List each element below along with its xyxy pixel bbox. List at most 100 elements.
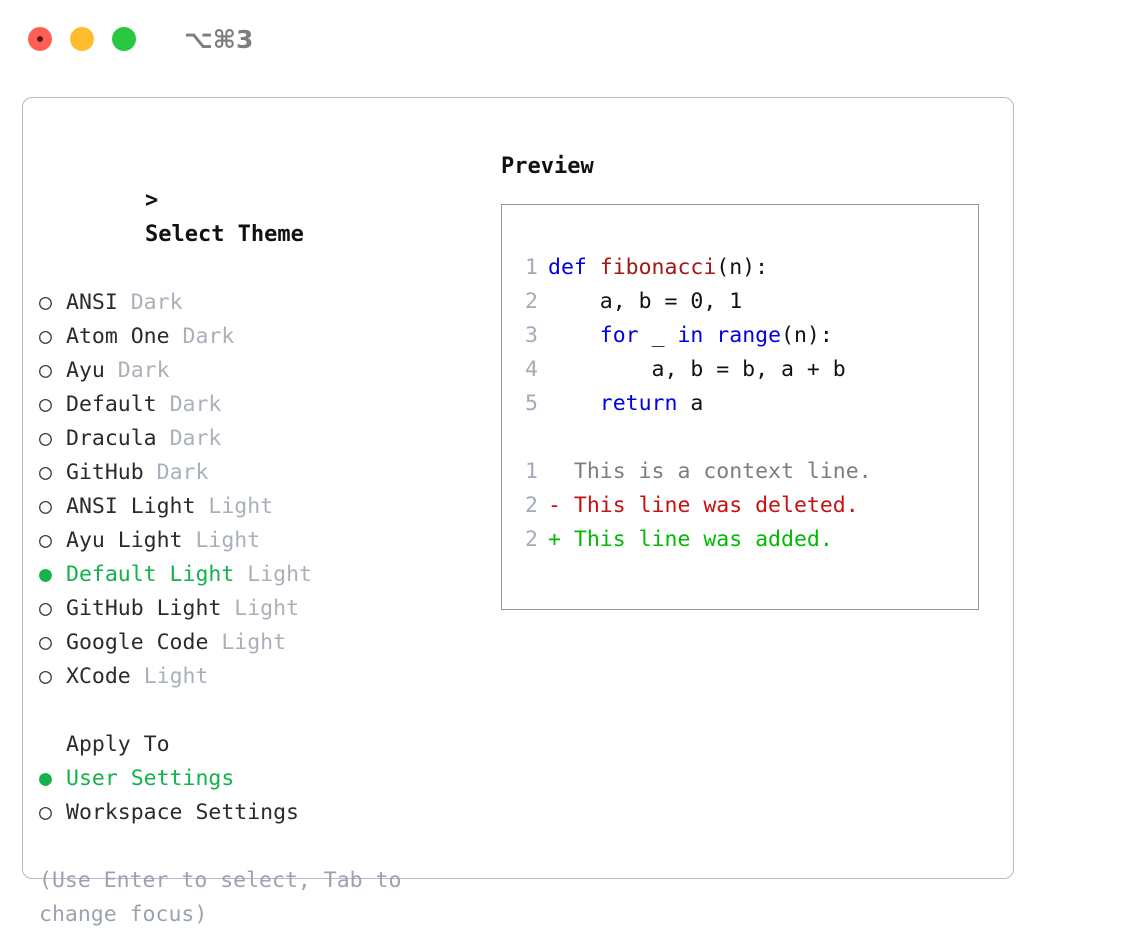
- theme-list-item[interactable]: ○ Dracula Dark: [39, 422, 489, 456]
- code-token: (n):: [781, 323, 833, 348]
- line-number: 1: [525, 459, 538, 484]
- line-number: 4: [525, 357, 538, 382]
- code-token: in range: [677, 323, 782, 348]
- theme-name-label: Default: [66, 392, 157, 417]
- line-number: 5: [525, 391, 538, 416]
- theme-list-item[interactable]: ○GitHub Dark: [39, 456, 489, 490]
- label-tag-gap: [157, 388, 170, 422]
- radio-unselected-icon: ○: [39, 664, 52, 689]
- apply-to-item[interactable]: ○ Workspace Settings: [39, 796, 489, 830]
- apply-to-title: Apply To: [66, 732, 170, 757]
- diff-text: - This line was deleted.: [548, 493, 859, 518]
- radio-unselected-icon: ○: [39, 494, 52, 519]
- theme-list-item[interactable]: ○ Ayu Light Light: [39, 524, 489, 558]
- code-token: a, b = 0, 1: [548, 289, 743, 314]
- code-token: [548, 391, 600, 416]
- apply-to-label: User Settings: [66, 766, 235, 791]
- line-number: 2: [525, 527, 538, 552]
- radio-unselected-icon: ○: [39, 800, 52, 825]
- theme-name-label: XCode: [66, 664, 131, 689]
- theme-category-tag: Dark: [130, 290, 183, 315]
- theme-list-item[interactable]: ○GitHub Light Light: [39, 592, 489, 626]
- theme-list-item[interactable]: ○ XCode Light: [39, 660, 489, 694]
- code-text: a, b = 0, 1: [548, 285, 742, 319]
- theme-category-tag: Light: [143, 664, 209, 689]
- radio-unselected-icon: ○: [39, 290, 52, 315]
- theme-list-item[interactable]: ○ Ayu Dark: [39, 354, 489, 388]
- theme-list: ○ANSI Dark○Atom One Dark○Ayu Dark○Defaul…: [39, 286, 489, 694]
- theme-list-item[interactable]: ●Default Light Light: [39, 558, 489, 592]
- code-line: 3 for _ in range(n):: [502, 319, 978, 353]
- theme-category-tag: Light: [195, 528, 261, 553]
- theme-category-tag: Dark: [169, 392, 222, 417]
- label-tag-gap: [131, 660, 144, 694]
- radio-unselected-icon: ○: [39, 324, 52, 349]
- radio-selected-icon: ●: [39, 562, 52, 587]
- label-tag-gap: [170, 320, 183, 354]
- theme-list-item[interactable]: ○ANSI Dark: [39, 286, 489, 320]
- label-tag-gap: [144, 456, 157, 490]
- radio-unselected-icon: ○: [39, 392, 52, 417]
- apply-to-list: ● User Settings ○ Workspace Settings: [39, 762, 489, 830]
- radio-selected-icon: ●: [39, 766, 52, 791]
- theme-name-label: GitHub: [66, 460, 144, 485]
- diff-text: + This line was added.: [548, 527, 833, 552]
- code-token: [548, 323, 600, 348]
- line-number: 3: [525, 323, 538, 348]
- line-number: 2: [525, 289, 538, 314]
- theme-category-tag: Light: [208, 494, 274, 519]
- apply-to-item[interactable]: ● User Settings: [39, 762, 489, 796]
- theme-category-tag: Dark: [182, 324, 235, 349]
- spacer-bullet-icon: ○: [39, 728, 66, 762]
- close-button[interactable]: [28, 27, 52, 51]
- code-text: def fibonacci(n):: [548, 251, 768, 285]
- code-line: 2 a, b = 0, 1: [502, 285, 978, 319]
- apply-to-label: Workspace Settings: [66, 800, 299, 825]
- label-tag-gap: [195, 490, 208, 524]
- theme-name-label: Ayu Light: [66, 528, 183, 553]
- diff-line: 1 This is a context line.: [502, 455, 978, 489]
- diff-line: 2 - This line was deleted.: [502, 489, 978, 523]
- radio-unselected-icon: ○: [39, 460, 52, 485]
- radio-unselected-icon: ○: [39, 358, 52, 383]
- traffic-lights: [28, 27, 136, 51]
- label-tag-gap: [157, 422, 170, 456]
- theme-list-item[interactable]: ○Atom One Dark: [39, 320, 489, 354]
- theme-picker-column: > Select Theme ○ANSI Dark○Atom One Dark○…: [39, 150, 489, 932]
- code-token: a: [677, 391, 704, 416]
- label-tag-gap: [118, 286, 131, 320]
- line-number: 2: [525, 493, 538, 518]
- diff-text: This is a context line.: [548, 459, 872, 484]
- theme-category-tag: Dark: [117, 358, 170, 383]
- radio-unselected-icon: ○: [39, 630, 52, 655]
- theme-list-item[interactable]: ○ ANSI Light Light: [39, 490, 489, 524]
- keyboard-hint: (Use Enter to select, Tab to change focu…: [39, 868, 402, 927]
- radio-unselected-icon: ○: [39, 426, 52, 451]
- label-tag-gap: [234, 558, 247, 592]
- label-tag-gap: [208, 626, 221, 660]
- code-token: (n):: [716, 255, 769, 280]
- minimize-button[interactable]: [70, 27, 94, 51]
- theme-name-label: ANSI Light: [66, 494, 196, 519]
- theme-category-tag: Dark: [169, 426, 222, 451]
- theme-name-label: Dracula: [66, 426, 157, 451]
- theme-name-label: Ayu: [66, 358, 105, 383]
- radio-unselected-icon: ○: [39, 528, 52, 553]
- code-token: a, b = b, a + b: [548, 357, 846, 382]
- theme-category-tag: Light: [247, 562, 312, 587]
- window-titlebar: ⌥⌘3: [0, 0, 1140, 78]
- code-token: return: [599, 391, 678, 416]
- main-panel: > Select Theme ○ANSI Dark○Atom One Dark○…: [22, 97, 1014, 927]
- line-number: 1: [525, 255, 538, 280]
- code-line: 1 def fibonacci(n):: [502, 251, 978, 285]
- theme-list-item[interactable]: ○ Default Dark: [39, 388, 489, 422]
- code-text: a, b = b, a + b: [548, 353, 846, 387]
- prompt-caret-icon: >: [144, 188, 159, 213]
- label-tag-gap: [183, 524, 196, 558]
- maximize-button[interactable]: [112, 27, 136, 51]
- select-theme-title: Select Theme: [144, 222, 304, 247]
- theme-list-item[interactable]: ○Google Code Light: [39, 626, 489, 660]
